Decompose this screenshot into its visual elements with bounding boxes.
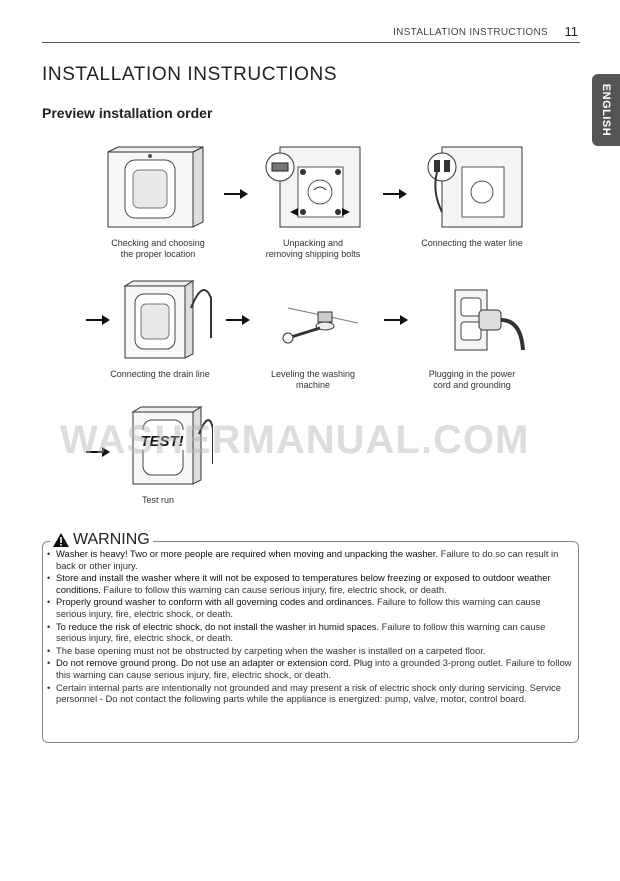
- step-caption-line2: machine: [295, 380, 331, 390]
- step-test-run: TEST! Test run: [78, 404, 238, 506]
- warning-emphasis: Washer is heavy! Two or more people are …: [56, 548, 438, 559]
- warning-heading: WARNING: [50, 531, 153, 549]
- test-run-illustration: TEST!: [131, 406, 213, 485]
- shipping-bolts-illustration: [265, 146, 361, 228]
- washer-location-illustration: [107, 146, 204, 228]
- warning-text: Certain internal parts are intentionally…: [56, 681, 561, 705]
- warning-text: Failure to follow this warning can cause…: [100, 583, 447, 595]
- list-item: Store and install the washer where it wi…: [46, 572, 572, 595]
- warning-emphasis: Do not remove ground prong. Do not use a…: [56, 657, 373, 669]
- watermark: WASHERMANUAL.COM: [60, 418, 530, 462]
- page-number: 11: [564, 24, 579, 39]
- warning-list: Washer is heavy! Two or more people are …: [46, 548, 572, 706]
- step-caption-line2: cord and grounding: [433, 380, 511, 390]
- warning-text: Failure to follow this warning can cause…: [56, 620, 546, 644]
- warning-emphasis: Properly ground washer to conform with a…: [56, 596, 375, 608]
- header-rule: [42, 42, 580, 43]
- list-item: Certain internal parts are intentionally…: [46, 682, 572, 705]
- step-drain-line: Connecting the drain line: [80, 278, 240, 380]
- drain-line-illustration: [123, 280, 212, 359]
- arrow-right-icon: [224, 189, 248, 199]
- water-line-illustration: [427, 146, 523, 228]
- step-caption-line1: Connecting the drain line: [110, 369, 210, 379]
- arrow-right-icon: [86, 447, 110, 457]
- page-title: INSTALLATION INSTRUCTIONS: [42, 64, 338, 85]
- warning-heading-text: WARNING: [73, 531, 150, 548]
- step-caption-line1: Checking and choosing: [111, 238, 205, 248]
- language-tab: ENGLISH: [592, 74, 620, 146]
- warning-text: Failure to do so can result in back or o…: [56, 548, 559, 571]
- arrow-right-icon: [226, 315, 250, 325]
- list-item: Washer is heavy! Two or more people are …: [46, 548, 572, 571]
- list-item: To reduce the risk of electric shock, do…: [46, 621, 572, 644]
- leveling-foot-illustration: [282, 307, 359, 344]
- running-header: INSTALLATION INSTRUCTIONS: [393, 27, 548, 38]
- arrow-right-icon: [383, 189, 407, 199]
- warning-text: into a grounded 3-prong outlet. Failure …: [56, 657, 572, 680]
- warning-text: Failure to follow this warning can cause…: [56, 596, 541, 619]
- step-caption-line1: Plugging in the power: [428, 369, 516, 379]
- list-item: Do not remove ground prong. Do not use a…: [46, 657, 572, 680]
- outlet-plug-illustration: [454, 289, 525, 351]
- step-caption-line1: Test run: [141, 495, 174, 505]
- warning-text: The base opening must not be obstructed …: [56, 644, 486, 656]
- arrow-right-icon: [86, 315, 110, 325]
- arrow-right-icon: [384, 315, 408, 325]
- step-caption-line1: Leveling the washing: [270, 369, 356, 379]
- step-caption-line1: Connecting the water line: [421, 238, 523, 248]
- step-caption-line2: removing shipping bolts: [265, 249, 361, 259]
- step-water-line: Connecting the water line: [392, 142, 552, 249]
- warning-emphasis: Store and install the washer where it wi…: [56, 572, 551, 595]
- test-label: TEST!: [140, 433, 183, 450]
- warning-triangle-icon: [53, 533, 69, 547]
- language-tab-label: ENGLISH: [600, 83, 612, 137]
- list-item: Properly ground washer to conform with a…: [46, 596, 572, 619]
- warning-box: [42, 541, 579, 743]
- section-subtitle: Preview installation order: [42, 105, 213, 121]
- warning-emphasis: To reduce the risk of electric shock, do…: [56, 620, 380, 632]
- list-item: The base opening must not be obstructed …: [46, 645, 572, 657]
- step-caption-line1: Unpacking and: [282, 238, 344, 248]
- step-caption-line2: the proper location: [120, 249, 196, 259]
